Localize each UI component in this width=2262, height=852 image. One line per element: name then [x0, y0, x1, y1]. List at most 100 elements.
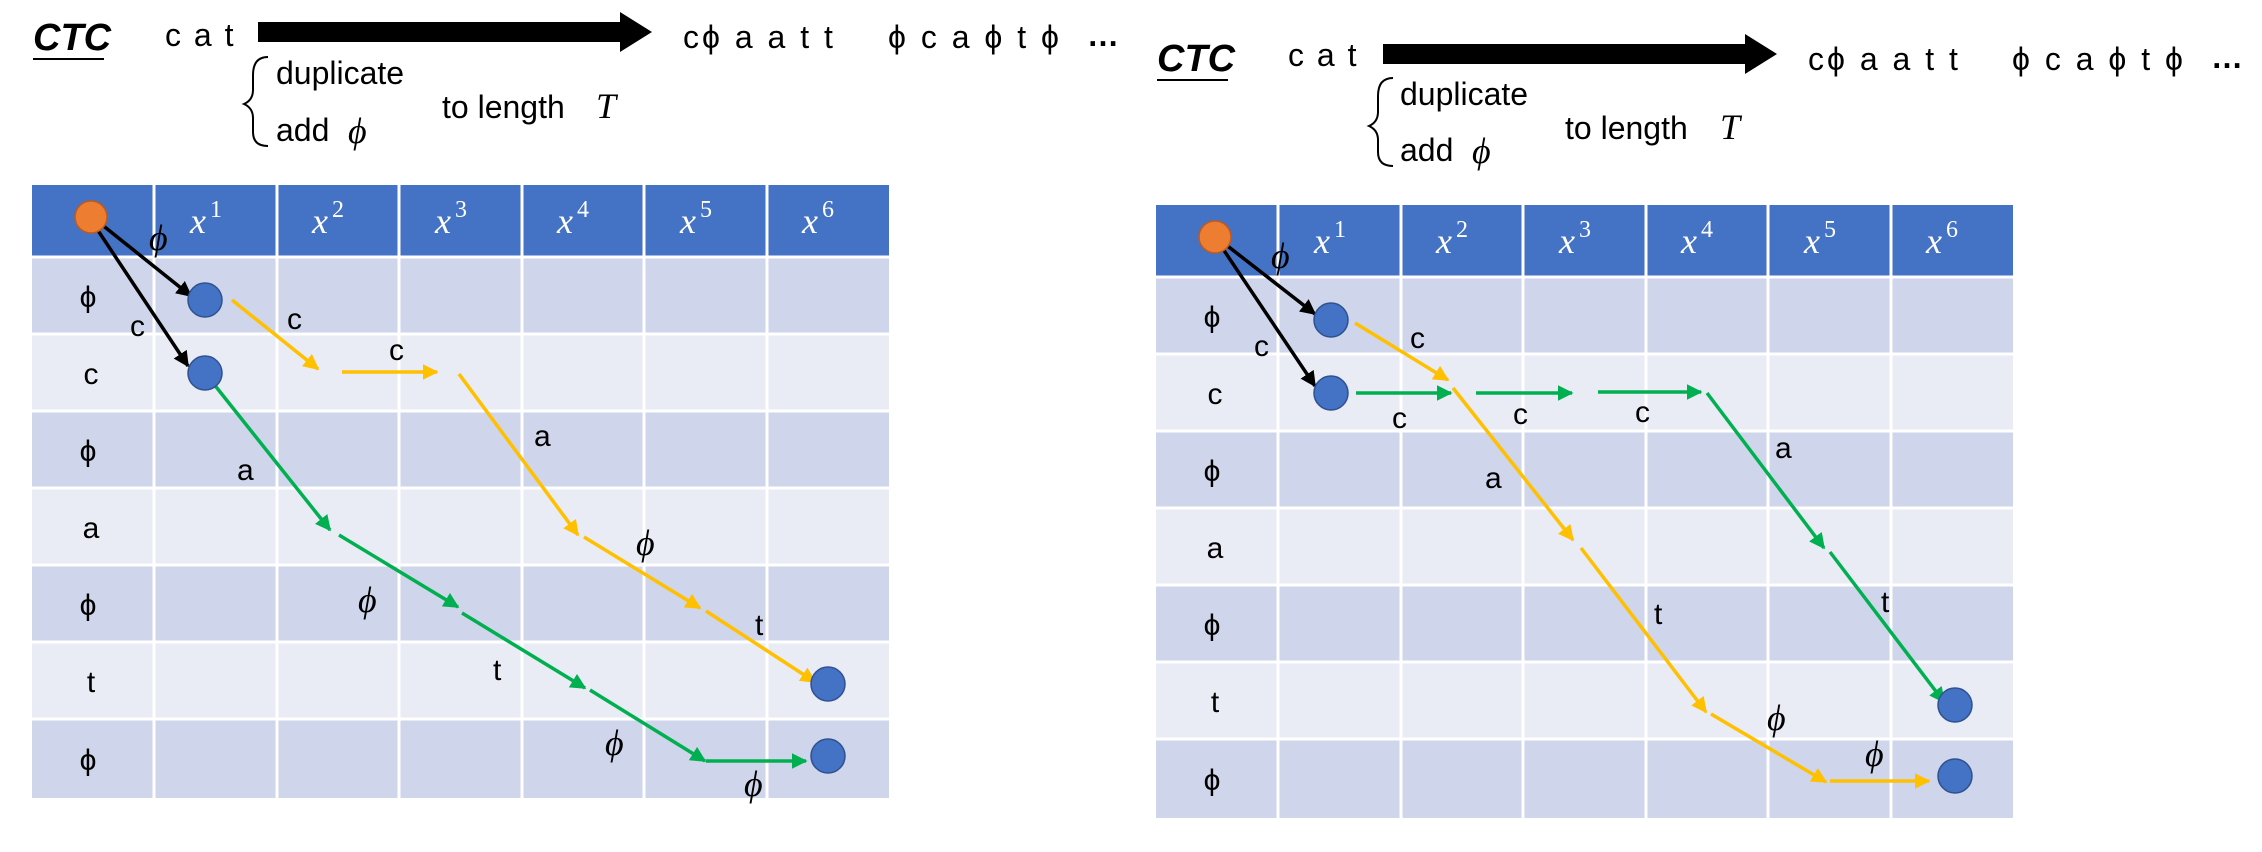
- row-label: ϕ: [80, 281, 97, 314]
- path-node: [187, 355, 223, 391]
- grid-lines: [1156, 205, 2013, 818]
- path-node: [1313, 302, 1349, 338]
- output-ellipsis: …: [1087, 17, 1119, 53]
- table-header-row: [1156, 205, 2013, 277]
- header-sup-1: 1: [210, 197, 222, 223]
- header-x2: x: [311, 201, 328, 241]
- alignment-paths: [93, 222, 817, 769]
- header-sup-2: 2: [332, 197, 344, 223]
- brace: [241, 56, 269, 147]
- edge-label: c: [1410, 322, 1425, 355]
- yellow-path-segment: [1579, 546, 1708, 714]
- edge-label: ϕ: [636, 523, 655, 563]
- edge-label: ϕ: [744, 764, 763, 804]
- brace-bottom-text: add: [1400, 132, 1453, 168]
- left-panel: CTC c a t duplicate add ϕ to length T cϕ…: [32, 12, 1119, 804]
- table-row: [1156, 662, 2013, 739]
- ctc-title: CTC: [33, 17, 112, 59]
- alignment-paths: [1219, 242, 1946, 789]
- header-sup-3: 3: [1579, 217, 1591, 243]
- edge-label: c: [1254, 330, 1269, 363]
- header-x4: x: [556, 201, 573, 241]
- green-path-segment: [461, 611, 587, 690]
- table-row: [32, 565, 889, 642]
- start-arrow-c: [1219, 245, 1317, 388]
- input-word: c a t: [1288, 37, 1358, 73]
- green-path-segment: [1828, 550, 1946, 704]
- row-label: ϕ: [1204, 764, 1221, 797]
- header-sup-5: 5: [1824, 217, 1836, 243]
- length-var: T: [1720, 107, 1743, 147]
- yellow-path-segment: [705, 609, 817, 684]
- edge-label: t: [493, 654, 502, 687]
- end-node: [810, 738, 846, 774]
- output-example-1: cϕ a a t t: [683, 19, 836, 55]
- row-label: c: [1208, 378, 1223, 411]
- yellow-path-segment: [583, 535, 702, 610]
- edge-label: c: [1513, 398, 1528, 431]
- edge-label: a: [1775, 432, 1792, 465]
- table-row: [1156, 585, 2013, 662]
- edge-label: t: [1881, 586, 1890, 619]
- header-sup-4: 4: [577, 197, 589, 223]
- output-ellipsis: …: [2211, 39, 2243, 75]
- path-node: [1313, 375, 1349, 411]
- row-label: ϕ: [80, 589, 97, 622]
- start-arrow-phi: [1223, 242, 1317, 316]
- green-path-segment: [338, 533, 460, 609]
- row-label: t: [1211, 686, 1220, 719]
- end-node: [1937, 687, 1973, 723]
- yellow-path-segment: [1451, 386, 1575, 542]
- edge-label: ϕ: [1271, 236, 1290, 276]
- table-row: [1156, 739, 2013, 818]
- green-path-segment: [589, 688, 707, 763]
- yellow-path-segment: [1354, 321, 1450, 382]
- start-arrow-phi: [99, 222, 193, 298]
- edge-label: c: [287, 303, 302, 336]
- header-x5: x: [679, 201, 696, 241]
- edge-label: a: [237, 454, 254, 487]
- edge-label: c: [389, 334, 404, 367]
- edge-label: a: [1485, 462, 1502, 495]
- length-var: T: [596, 86, 619, 126]
- table-row: [1156, 508, 2013, 585]
- phi-symbol: ϕ: [1472, 131, 1491, 171]
- row-label: a: [83, 512, 100, 545]
- row-label: ϕ: [80, 435, 97, 468]
- header-sup-3: 3: [455, 197, 467, 223]
- header-x1: x: [189, 201, 206, 241]
- header-sup-4: 4: [1701, 217, 1713, 243]
- start-node: [1198, 220, 1232, 254]
- length-text: to length: [442, 89, 565, 125]
- grid-lines: [32, 185, 889, 798]
- green-path-segment: [211, 381, 332, 532]
- header-x3: x: [434, 201, 451, 241]
- header-x5: x: [1803, 221, 1820, 261]
- output-example-2: ϕ c a ϕ t ϕ: [888, 19, 1062, 55]
- table-row: [1156, 431, 2013, 508]
- table-row: [32, 334, 889, 411]
- edge-label: ϕ: [1865, 734, 1884, 774]
- row-label: ϕ: [1204, 455, 1221, 488]
- input-word: c a t: [165, 17, 235, 53]
- edge-label: a: [534, 420, 551, 453]
- edge-label: t: [755, 609, 764, 642]
- edge-label: ϕ: [1767, 698, 1786, 738]
- header-sup-6: 6: [822, 197, 834, 223]
- table-header-row: [32, 185, 889, 257]
- transform-arrow: [1383, 34, 1777, 74]
- table-row: [32, 642, 889, 719]
- table-row: [1156, 354, 2013, 431]
- green-path-segment: [1705, 391, 1826, 550]
- length-text: to length: [1565, 110, 1688, 146]
- phi-symbol: ϕ: [348, 111, 367, 151]
- ctc-title: CTC: [1157, 38, 1236, 80]
- brace: [1366, 77, 1394, 167]
- end-node: [810, 666, 846, 702]
- yellow-path-segment: [230, 298, 320, 371]
- table-row: [1156, 277, 2013, 354]
- header-sup-5: 5: [700, 197, 712, 223]
- table-row: [32, 257, 889, 334]
- brace-top-text: duplicate: [276, 55, 404, 91]
- row-label: ϕ: [80, 744, 97, 777]
